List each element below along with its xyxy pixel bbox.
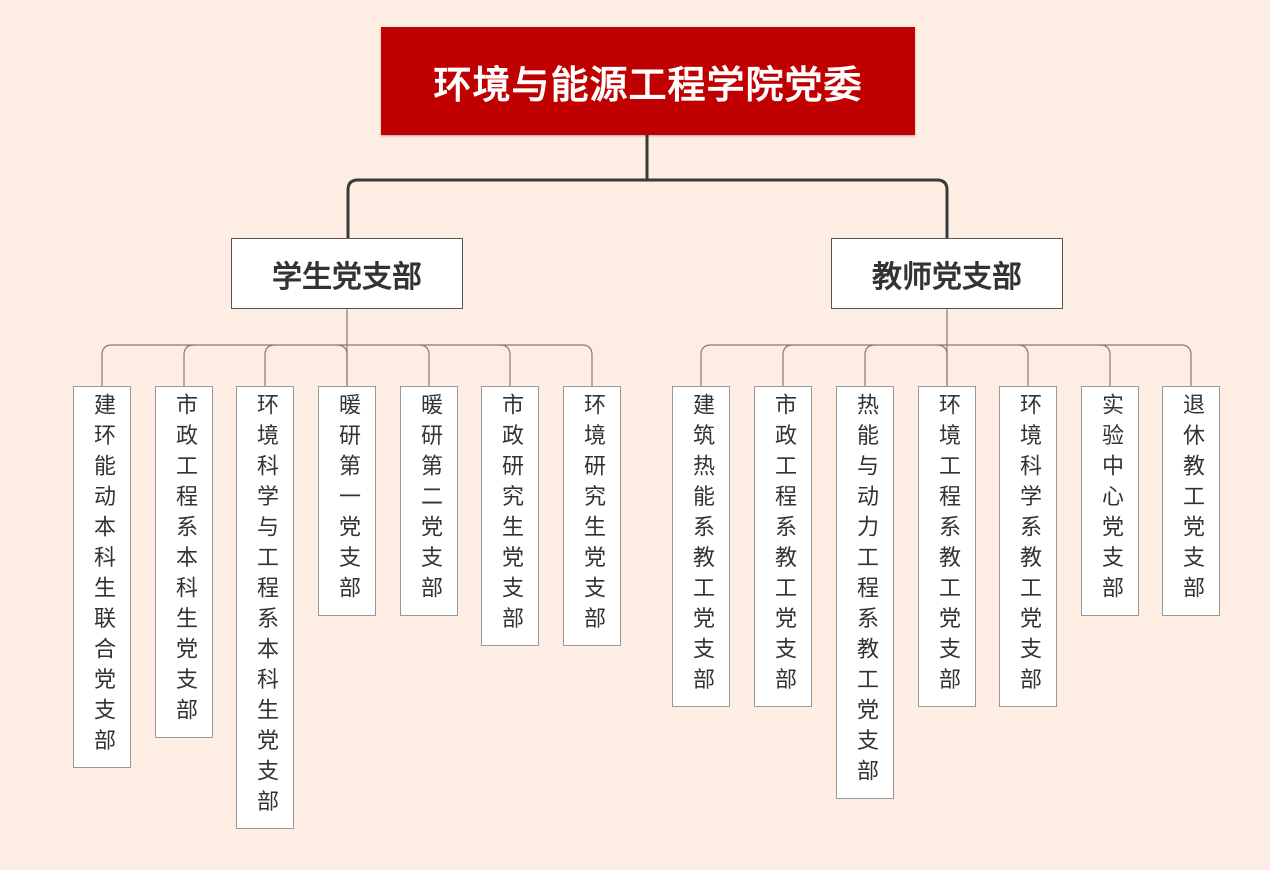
leaf-node: 退休教工党支部: [1162, 386, 1220, 616]
leaf-connector: [336, 344, 348, 386]
leaf-node: 市政研究生党支部: [481, 386, 539, 646]
leaf-label: 建筑热能系教工党支部: [689, 393, 714, 698]
leaf-node: 环境科学与工程系本科生党支部: [236, 386, 294, 829]
leaf-connector: [864, 344, 876, 386]
leaf-node: 暖研第二党支部: [400, 386, 458, 616]
leaf-connector: [418, 344, 430, 386]
leaf-node: 建环能动本科生联合党支部: [73, 386, 131, 768]
leaf-node: 环境科学系教工党支部: [999, 386, 1057, 707]
leaf-label: 市政研究生党支部: [498, 393, 523, 637]
branch-node-student: 学生党支部: [231, 238, 463, 309]
leaf-node: 市政工程系教工党支部: [754, 386, 812, 707]
leaf-node: 市政工程系本科生党支部: [155, 386, 213, 738]
root-node-party-committee: 环境与能源工程学院党委: [381, 27, 915, 135]
leaf-connector: [782, 344, 794, 386]
leaf-label: 市政工程系本科生党支部: [172, 393, 197, 729]
leaf-label: 环境科学系教工党支部: [1016, 393, 1041, 698]
leaf-node: 热能与动力工程系教工党支部: [836, 386, 894, 799]
branch-connector: [346, 178, 949, 238]
leaf-connector: [183, 344, 195, 386]
leaf-label: 热能与动力工程系教工党支部: [853, 393, 878, 790]
branch-label: 教师党支部: [872, 259, 1022, 295]
leaf-node: 环境工程系教工党支部: [918, 386, 976, 707]
branch-node-teacher: 教师党支部: [831, 238, 1063, 309]
leaf-label: 暖研第二党支部: [417, 393, 442, 607]
leaf-node: 暖研第一党支部: [318, 386, 376, 616]
root-label: 环境与能源工程学院党委: [433, 62, 863, 107]
leaf-connector: [1099, 344, 1111, 386]
leaf-label: 建环能动本科生联合党支部: [90, 393, 115, 759]
leaf-connector: [936, 344, 948, 386]
leaf-connector: [264, 344, 276, 386]
leaf-node: 实验中心党支部: [1081, 386, 1139, 616]
leaf-label: 暖研第一党支部: [335, 393, 360, 607]
leaf-label: 环境工程系教工党支部: [935, 393, 960, 698]
leaf-label: 退休教工党支部: [1179, 393, 1204, 607]
leaf-label: 市政工程系教工党支部: [771, 393, 796, 698]
leaf-node: 建筑热能系教工党支部: [672, 386, 730, 707]
leaf-connector: [1017, 344, 1029, 386]
branch-label: 学生党支部: [272, 259, 422, 295]
leaf-connector: [101, 344, 593, 386]
leaf-label: 环境研究生党支部: [580, 393, 605, 637]
leaf-node: 环境研究生党支部: [563, 386, 621, 646]
leaf-label: 环境科学与工程系本科生党支部: [253, 393, 278, 820]
leaf-label: 实验中心党支部: [1098, 393, 1123, 607]
leaf-connector: [700, 344, 1192, 386]
leaf-connector: [499, 344, 511, 386]
